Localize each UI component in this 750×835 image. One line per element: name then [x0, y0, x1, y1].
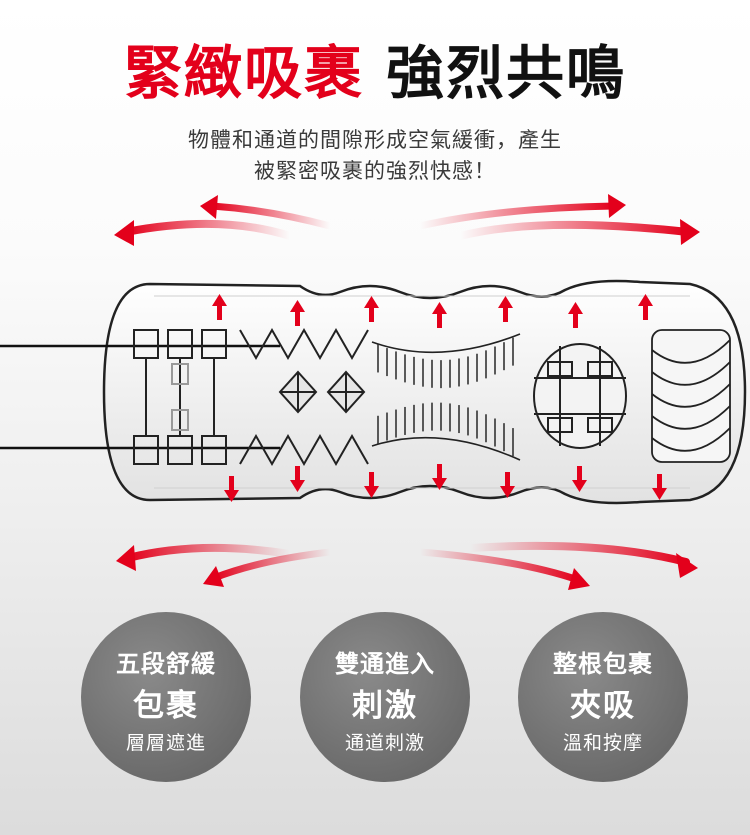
arrow-up-icon: [364, 296, 379, 322]
feature-2-line-1: 雙通進入: [335, 650, 435, 678]
rib-lines: [377, 337, 514, 457]
inner-section-diamonds: [239, 327, 369, 467]
arrow-up-icon: [638, 294, 653, 320]
feature-1-line-3: 層層遮進: [125, 732, 206, 754]
headline: 緊緻吸裹強烈共鳴: [0, 38, 750, 108]
feature-circle-1: 五段舒緩 包裹 層層遮進: [81, 612, 251, 782]
curved-arrow-bottom-left: [116, 543, 294, 571]
arrow-down-icon: [432, 464, 447, 490]
insert-rod: [0, 344, 280, 450]
feature-3-line-2: 夾吸: [570, 688, 636, 724]
feature-1-line-1: 五段舒緩: [116, 650, 216, 678]
arrow-up-icon: [498, 296, 513, 322]
inner-section-twist: [651, 329, 731, 463]
feature-2-line-3: 通道刺激: [344, 732, 425, 754]
arrow-down-icon: [572, 466, 587, 492]
inner-section-sphere: [533, 343, 627, 449]
inner-section-chambers: [133, 329, 227, 465]
pressure-arrows-down: [224, 464, 667, 502]
curved-arrow-bottom-right-inner: [416, 548, 590, 590]
sleeve-outline: [102, 279, 747, 505]
arrow-up-icon: [212, 294, 227, 320]
arrow-up-icon: [290, 300, 305, 326]
product-cross-section-diagram: [0, 194, 747, 590]
curved-arrow-top-left: [114, 219, 294, 246]
arrow-down-icon: [364, 472, 379, 498]
subtitle-line-1: 物體和通道的間隙形成空氣緩衝，產生: [188, 128, 562, 152]
curved-arrow-top-right: [456, 219, 700, 245]
arrow-down-icon: [652, 474, 667, 500]
arrow-up-icon: [568, 302, 583, 328]
inner-section-ribs: [371, 333, 521, 461]
feature-3-line-1: 整根包裹: [553, 650, 653, 678]
feature-1-line-2: 包裹: [133, 688, 199, 724]
feature-circle-2: 雙通進入 刺激 通道刺激: [300, 612, 470, 782]
curved-arrow-bottom-left-inner: [203, 548, 334, 587]
arrow-up-icon: [432, 302, 447, 328]
feature-3-line-3: 溫和按摩: [562, 732, 643, 754]
curved-arrow-top-left-inner: [200, 195, 334, 230]
curved-arrow-bottom-right: [466, 541, 698, 578]
feature-2-line-2: 刺激: [352, 688, 418, 724]
feature-circle-3: 整根包裹 夾吸 溫和按摩: [518, 612, 688, 782]
headline-red: 緊緻吸裹: [123, 39, 364, 107]
subtitle-line-2: 被緊密吸裹的強烈快感！: [254, 159, 496, 183]
pressure-arrows-up: [212, 294, 653, 328]
headline-black: 強烈共鳴: [386, 39, 627, 107]
arrow-down-icon: [500, 472, 515, 498]
arrow-down-icon: [290, 466, 305, 492]
curved-arrow-top-right-inner: [416, 194, 626, 230]
arrow-down-icon: [224, 476, 239, 502]
